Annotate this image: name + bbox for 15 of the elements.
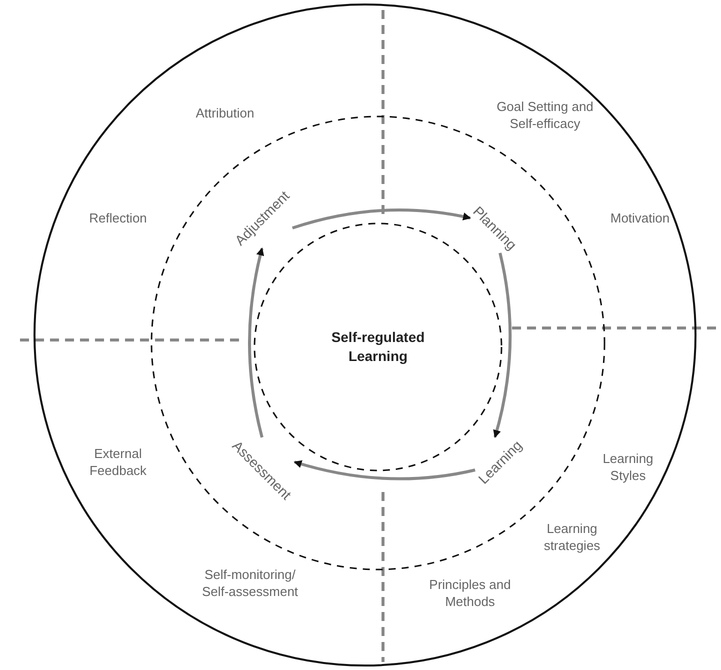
- outer-circle: [33, 3, 697, 667]
- factor-label: Self-monitoring/ Self-assessment: [200, 566, 300, 600]
- center-label: Self-regulated Learning: [330, 328, 426, 366]
- factor-label: Attribution: [194, 104, 256, 122]
- arrow: [292, 208, 472, 230]
- factor-label: Motivation: [609, 210, 671, 226]
- factor-label: Learning strategies: [542, 520, 602, 554]
- arrow: [248, 247, 264, 438]
- factor-label: External Feedback: [88, 445, 148, 479]
- factor-label: Principles and Methods: [428, 576, 512, 610]
- factor-label: Learning Styles: [602, 450, 654, 484]
- arrow: [294, 460, 476, 480]
- factor-label: Goal Setting and Self-efficacy: [496, 98, 594, 132]
- arrow: [493, 252, 512, 438]
- factor-label: Reflection: [88, 210, 148, 226]
